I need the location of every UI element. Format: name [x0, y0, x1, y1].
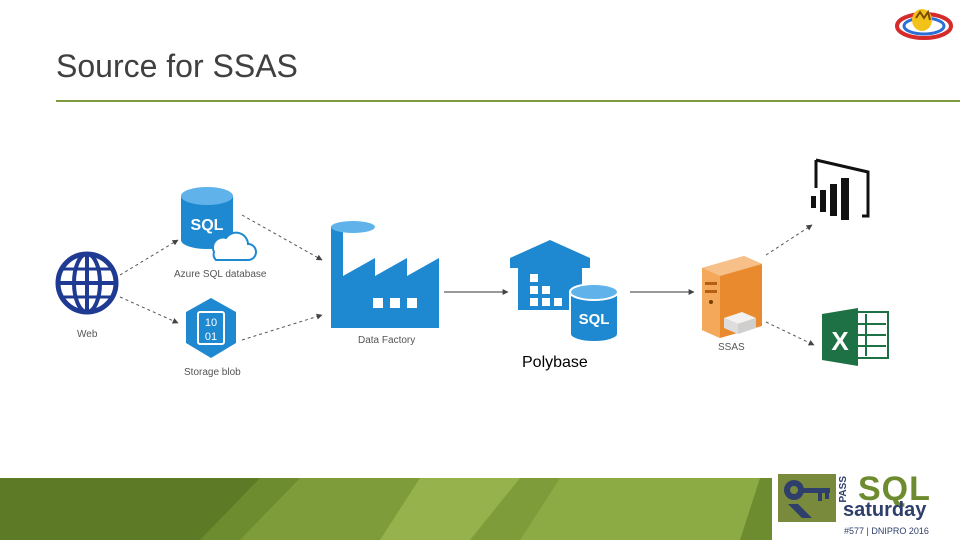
connector-ssas-to-powerbi [765, 224, 813, 256]
svg-text:10: 10 [205, 317, 217, 329]
connector-blob-to-factory [241, 313, 323, 341]
polybase-label: Polybase [522, 354, 588, 371]
svg-text:01: 01 [205, 331, 217, 343]
factory-icon [331, 221, 439, 328]
blob-icon: 10 01 [186, 298, 236, 358]
power-bi-icon [811, 158, 870, 220]
warehouse-sql-icon: SQL [510, 240, 619, 343]
azure-sql-label: Azure SQL database [174, 269, 267, 280]
excel-icon: X [822, 308, 889, 366]
connector-web-to-sql [119, 239, 179, 276]
storage-blob-label: Storage blob [184, 367, 241, 378]
server-icon [702, 256, 762, 338]
brand-saturday-text: saturday [843, 499, 927, 521]
key-logo-icon [778, 474, 836, 522]
title-divider [56, 100, 960, 102]
polybase-sql-icon-text: SQL [579, 311, 610, 328]
web-label: Web [77, 329, 98, 340]
event-label: #577 | DNIPRO 2016 [844, 526, 929, 536]
connector-ssas-to-excel [765, 321, 815, 346]
ssas-label: SSAS [718, 342, 745, 353]
connector-web-to-blob [119, 296, 179, 324]
data-factory-label: Data Factory [358, 335, 416, 346]
globe-icon [55, 251, 119, 315]
conference-logo-icon [895, 9, 953, 40]
excel-icon-text: X [831, 326, 849, 356]
azure-sql-icon-text: SQL [191, 217, 224, 234]
slide-title: Source for SSAS [56, 48, 298, 84]
sql-cloud-icon: SQL [181, 187, 257, 261]
brand-sql-text: SQL [858, 470, 931, 508]
